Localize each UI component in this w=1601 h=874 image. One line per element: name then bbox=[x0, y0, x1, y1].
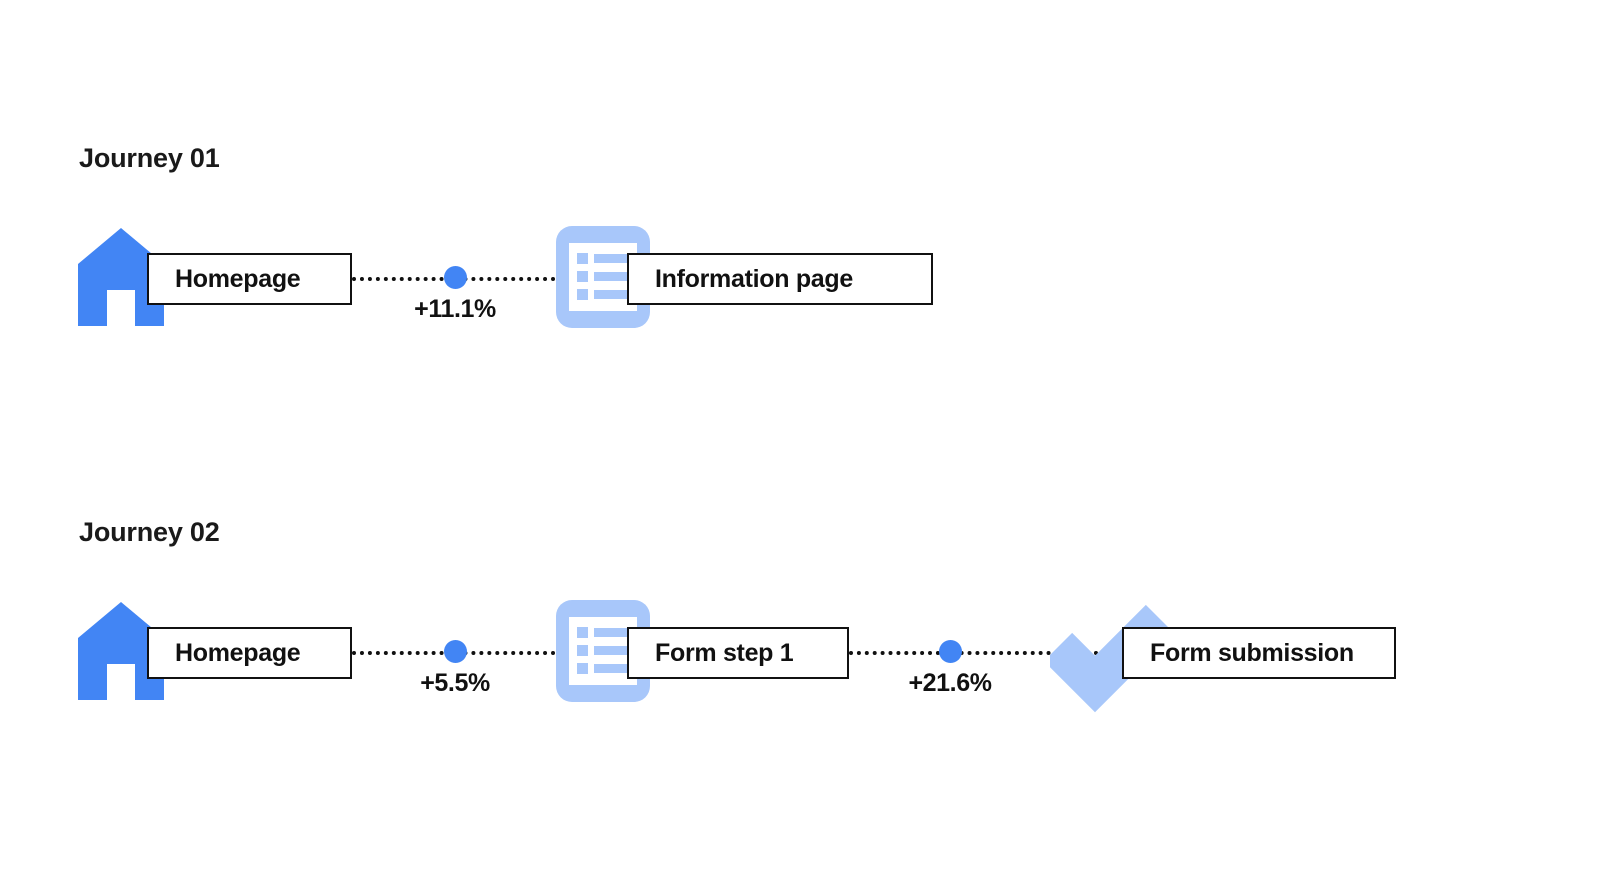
node-label-form-submission: Form submission bbox=[1150, 638, 1354, 667]
node-label-information-page: Information page bbox=[655, 264, 853, 293]
list-page-icon bbox=[556, 226, 650, 328]
connector-line-j2-s2 bbox=[849, 651, 1122, 655]
home-icon bbox=[78, 602, 164, 700]
journey-02-flow: Homepage +5.5% Form step 1 bbox=[0, 584, 1601, 724]
transition-dot-icon bbox=[443, 640, 467, 663]
connector-line-j2-s1 bbox=[352, 651, 627, 655]
node-box-form-submission[interactable]: Form submission bbox=[1122, 627, 1396, 679]
transition-percent-j2-s2: +21.6% bbox=[908, 669, 992, 697]
node-label-homepage-j2: Homepage bbox=[175, 638, 301, 667]
journey-01-flow: Homepage +11.1% Information page bbox=[0, 210, 1601, 350]
transition-dot-icon bbox=[938, 640, 962, 663]
node-label-form-step-1: Form step 1 bbox=[655, 638, 794, 667]
node-box-information-page[interactable]: Information page bbox=[627, 253, 933, 305]
node-box-homepage-j1[interactable]: Homepage bbox=[147, 253, 352, 305]
transition-percent-j2-s1: +5.5% bbox=[420, 669, 490, 697]
list-page-icon bbox=[556, 600, 650, 702]
transition-dot-icon bbox=[443, 266, 467, 289]
journey-01-title: Journey 01 bbox=[79, 143, 220, 173]
transition-percent-j1-s1: +11.1% bbox=[414, 295, 496, 323]
home-icon bbox=[78, 228, 164, 326]
node-box-homepage-j2[interactable]: Homepage bbox=[147, 627, 352, 679]
node-label-homepage-j1: Homepage bbox=[175, 264, 301, 293]
journey-02-title: Journey 02 bbox=[79, 517, 220, 547]
node-box-form-step-1[interactable]: Form step 1 bbox=[627, 627, 849, 679]
connector-line-j1-s1 bbox=[352, 277, 627, 281]
